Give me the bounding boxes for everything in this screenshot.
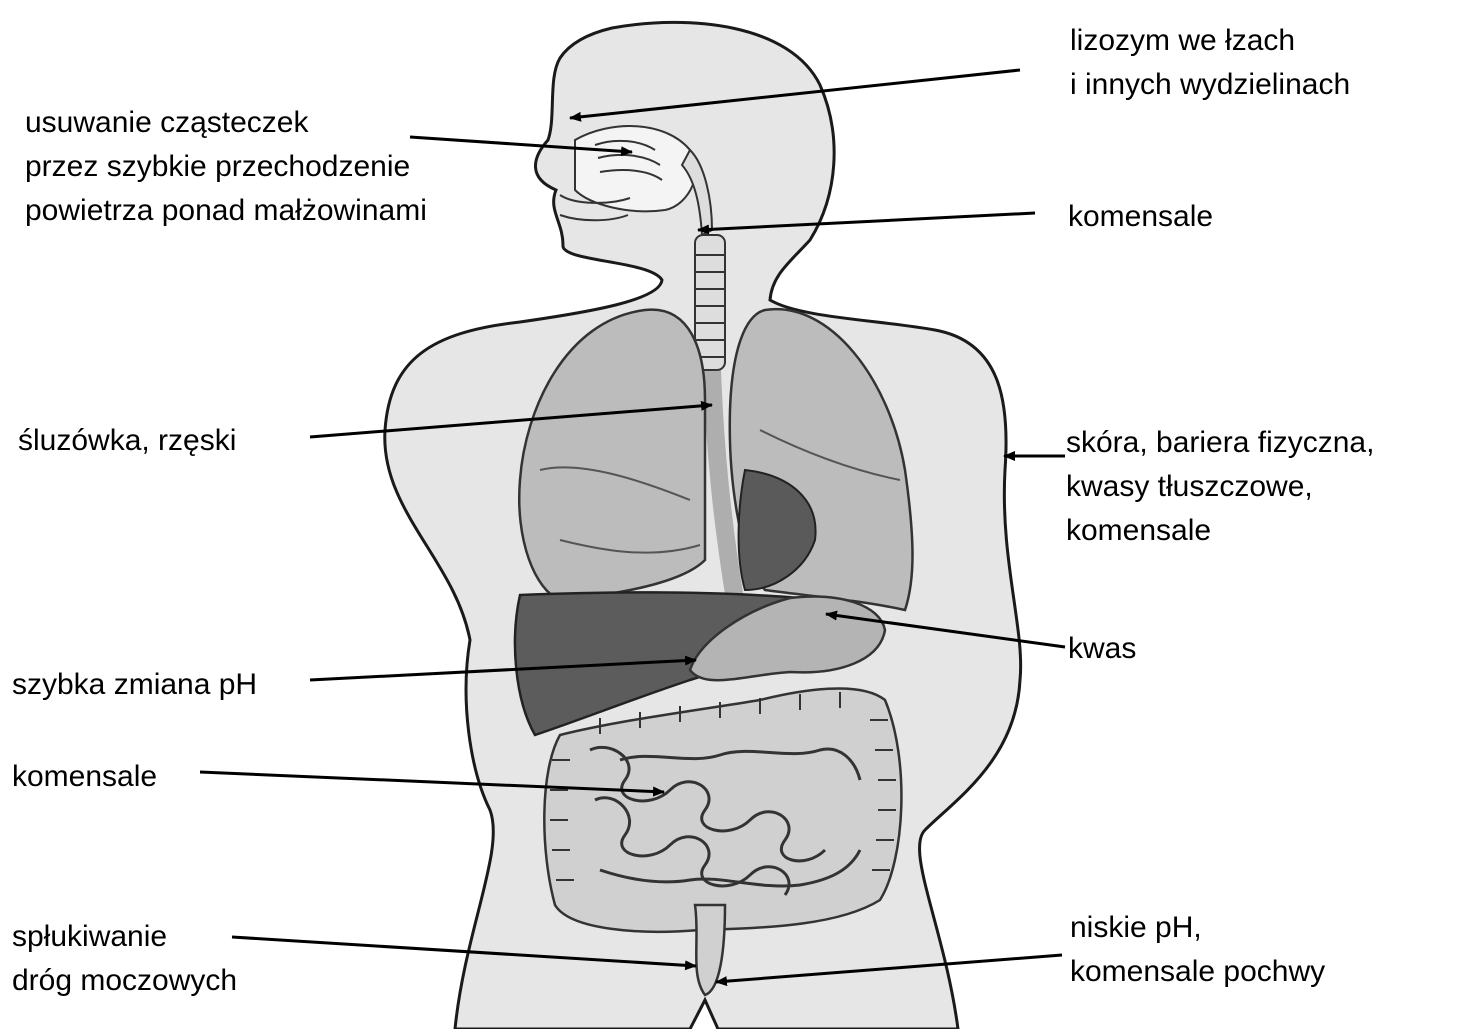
label-skin-line1: skóra, bariera fizyczna,	[1066, 421, 1374, 465]
label-vaginal-line1: niskie pH,	[1070, 906, 1325, 950]
label-mucosa-line1: śluzówka, rzęski	[18, 419, 236, 463]
label-nasal-line1: usuwanie cząsteczek	[25, 101, 427, 145]
label-gut-commensals-line1: komensale	[12, 755, 157, 799]
label-ph-change-line1: szybka zmiana pH	[12, 663, 257, 707]
label-lysozyme-line1: lizozym we łzach	[1070, 19, 1350, 63]
label-ph-change: szybka zmiana pH	[12, 663, 257, 707]
label-gut-commensals: komensale	[12, 755, 157, 799]
label-skin-line3: komensale	[1066, 509, 1374, 553]
label-stomach-acid: kwas	[1068, 627, 1136, 671]
label-urinary-line1: spłukiwanie	[12, 915, 237, 959]
label-urinary-line2: dróg moczowych	[12, 959, 237, 1003]
label-vaginal-defense: niskie pH, komensale pochwy	[1070, 906, 1325, 994]
nasal-cavity	[575, 126, 696, 211]
label-lysozyme: lizozym we łzach i innych wydzielinach	[1070, 19, 1350, 107]
label-stomach-acid-line1: kwas	[1068, 627, 1136, 671]
label-urinary-flushing: spłukiwanie dróg moczowych	[12, 915, 237, 1003]
label-lysozyme-line2: i innych wydzielinach	[1070, 63, 1350, 107]
label-nasal-line3: powietrza ponad małżowinami	[25, 189, 427, 233]
label-throat-commensals-line1: komensale	[1068, 195, 1213, 239]
label-skin: skóra, bariera fizyczna, kwasy tłuszczow…	[1066, 421, 1374, 553]
label-throat-commensals: komensale	[1068, 195, 1213, 239]
label-nasal-line2: przez szybkie przechodzenie	[25, 145, 427, 189]
label-mucosa: śluzówka, rzęski	[18, 419, 236, 463]
label-vaginal-line2: komensale pochwy	[1070, 950, 1325, 994]
label-skin-line2: kwasy tłuszczowe,	[1066, 465, 1374, 509]
label-nasal-clearance: usuwanie cząsteczek przez szybkie przech…	[25, 101, 427, 233]
